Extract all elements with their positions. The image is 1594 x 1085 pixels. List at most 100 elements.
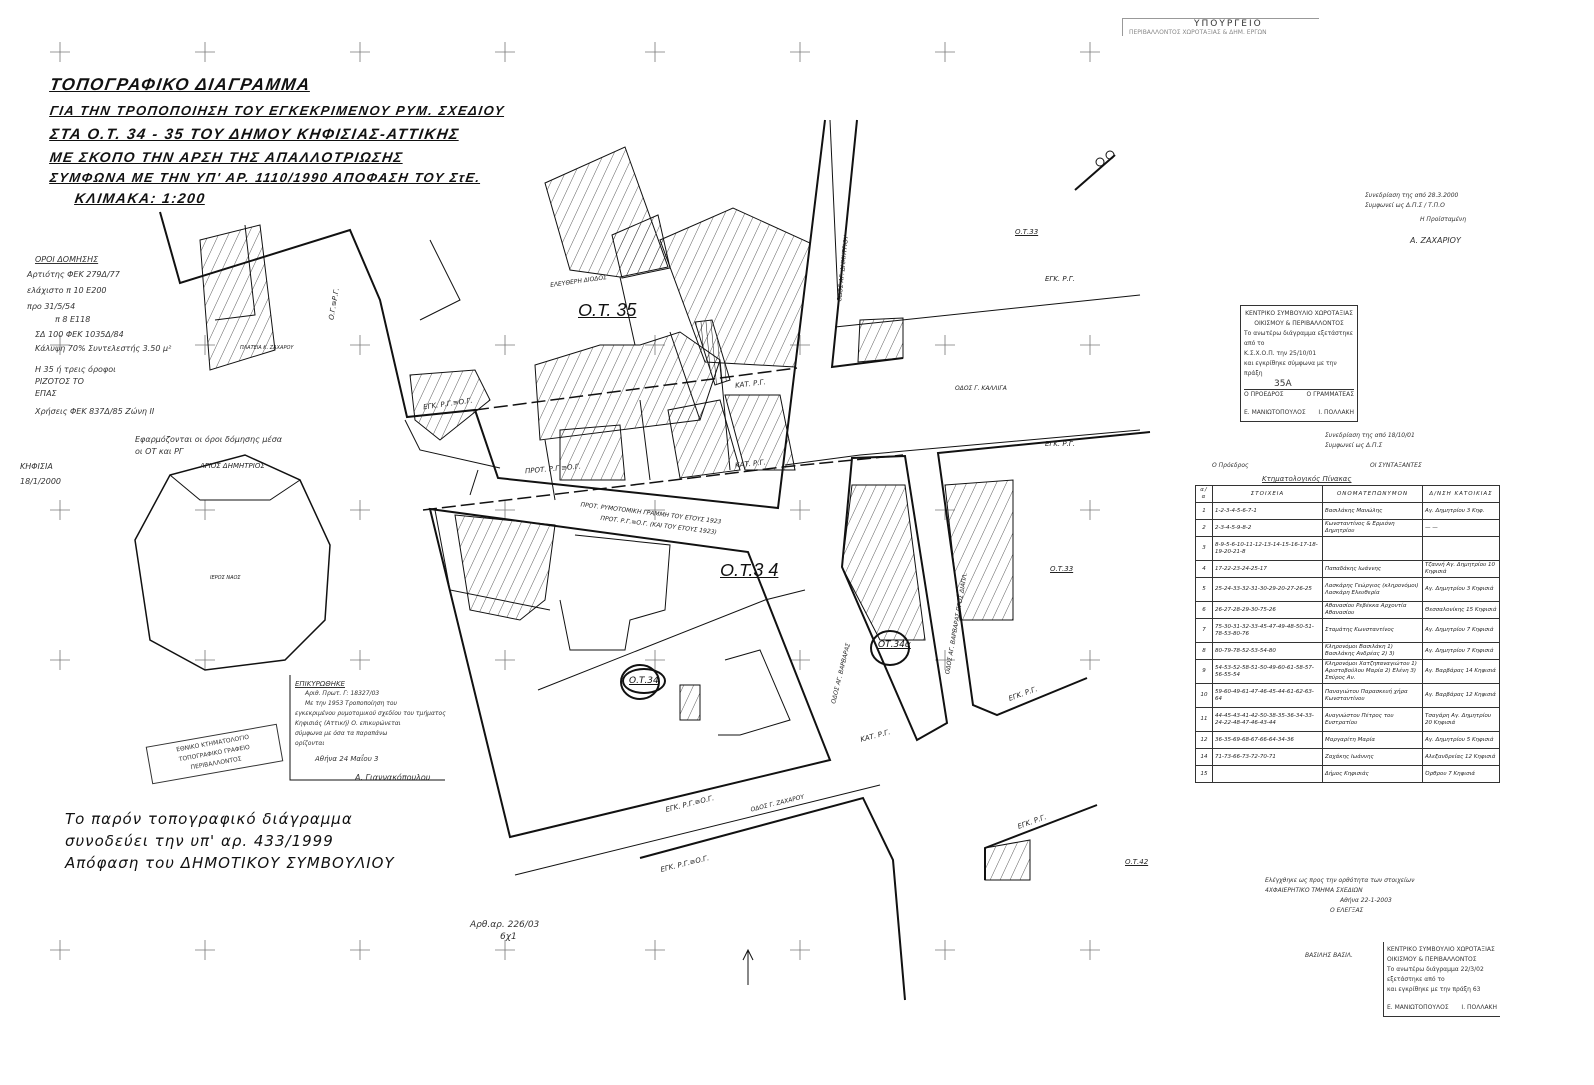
- stamp-line: ΟΙΚΙΣΜΟΥ & ΠΕΡΙΒΑΛΛΟΝΤΟΣ: [1254, 320, 1344, 327]
- block-bottom-right: [984, 804, 1098, 880]
- building-term: Κάλυψη 70% Συντελεστής 3.50 μ²: [35, 344, 172, 353]
- approval-heading: ΕΠΙΚΥΡΩΘΗΚΕ: [295, 680, 345, 688]
- inner-line: [469, 469, 479, 496]
- road-edge: [829, 119, 839, 301]
- title-line: ΣΥΜΦΩΝΑ ΜΕ ΤΗΝ ΥΠ' ΑΡ. 1110/1990 ΑΠΟΦΑΣΗ…: [48, 170, 482, 185]
- block-label-ot34a-circled: ΟΤ.34α: [878, 640, 911, 650]
- approval-line: Κηφισιάς (Αττική) Ο. επικυρώνεται: [295, 720, 401, 727]
- stamp-signer-title: Ο ΠΡΟΕΔΡΟΣ: [1244, 391, 1284, 398]
- table-header-row: α/α ΣΤΟΙΧΕΙΑ ΟΝΟΜΑΤΕΠΩΝΥΜΟΝ Δ/ΝΣΗ ΚΑΤΟΙΚ…: [1195, 485, 1500, 503]
- ministry-stamp: ΥΠΟΥΡΓΕΙΟ ΠΕΡΙΒΑΛΛΟΝΤΟΣ ΧΩΡΟΤΑΞΙΑΣ & ΔΗΜ…: [1122, 18, 1319, 36]
- row-number: 4: [1195, 560, 1213, 578]
- verify-line: Αθήνα 22-1-2003: [1340, 897, 1392, 904]
- approval-line: σύμφωνα με όσα τα παραπάνω: [295, 730, 388, 737]
- owner-name: Βασιλάκης Μανώλης: [1322, 502, 1423, 520]
- council-note-line: Απόφαση του ΔΗΜΟΤΙΚΟΥ ΣΥΜΒΟΥΛΙΟΥ: [65, 854, 395, 872]
- street-label: ΟΔΟΣ Γ. ΚΑΛΛΙΓΑ: [955, 385, 1007, 392]
- owner-name: Λασκάρης Γεώργιος (κληρονόμοι) Λασκάρη Ε…: [1322, 577, 1423, 602]
- stamp-line: εξετάστηκε από το: [1387, 976, 1445, 983]
- column-header: ΣΤΟΙΧΕΙΑ: [1212, 485, 1323, 503]
- owner-name: Μαργαρίτη Μαρία: [1322, 731, 1423, 749]
- parcel-points: [1212, 765, 1323, 783]
- parcel-hatched: [944, 479, 1014, 621]
- block-label-ot35: Ο.Τ. 35: [578, 300, 637, 320]
- owner-name: [1322, 536, 1423, 561]
- parcel-points: 17-22-23-24-25-17: [1212, 560, 1323, 578]
- road-edge: [514, 784, 881, 876]
- owner-address: Αγ. Βαρβάρας 12 Κηφισιά: [1422, 683, 1500, 708]
- signature-line: ΟΙ ΣΥΝΤΑΞΑΝΤΕΣ: [1370, 462, 1422, 469]
- owner-name: Κληρονόμοι Βασιλάκη 1) Βασιλάκης Ανδρέας…: [1322, 642, 1423, 660]
- inner-line: [639, 399, 651, 481]
- block-34-inner: [434, 509, 551, 611]
- building-terms-heading: ΟΡΟΙ ΔΟΜΗΣΗΣ: [35, 255, 99, 264]
- row-number: 12: [1195, 731, 1213, 749]
- church-label: ΑΓΙΟΣ ΔΗΜΗΤΡΙΟΣ: [200, 462, 265, 470]
- signature-line: Συνεδρίαση της από 28.3.2000: [1365, 192, 1459, 199]
- inner-line: [544, 439, 556, 501]
- owner-address: Αγ. Δημητρίου 3 Κηφ.: [1422, 502, 1500, 520]
- row-number: 2: [1195, 519, 1213, 537]
- verify-line: 4ΧΦΑΙΕΡΗΤΙΚΟ ΤΜΗΜΑ ΣΧΕΔΙΩΝ: [1265, 887, 1363, 894]
- council-note-line: συνοδεύει την υπ' αρ. 433/1999: [65, 832, 334, 850]
- row-number: 5: [1195, 577, 1213, 602]
- owner-address: Όρθρου 7 Κηφισιά: [1422, 765, 1500, 783]
- building-term: ελάχιστο π 10 Ε200: [27, 286, 107, 295]
- owner-name: Κληρονόμοι Χατζηπαναγιώτου 1) Αριστοβούλ…: [1322, 659, 1423, 684]
- date-value: 18/1/2000: [20, 477, 62, 486]
- owner-name: Δήμος Κηφισιάς: [1322, 765, 1423, 783]
- parcel-points: 54-53-52-58-51-50-49-60-61-58-57-56-55-5…: [1212, 659, 1323, 684]
- block-label-ot34: Ο.Τ.3 4: [720, 560, 779, 580]
- approval-signature: Α. Γιαννακόπουλου: [355, 773, 431, 782]
- column-header: Δ/ΝΣΗ ΚΑΤΟΙΚΙΑΣ: [1422, 485, 1500, 503]
- title-line: ΜΕ ΣΚΟΠΟ ΤΗΝ ΑΡΣΗ ΤΗΣ ΑΠΑΛΛΟΤΡΙΩΣΗΣ: [48, 149, 405, 165]
- parcel-points: 1-2-3-4-5-6-7-1: [1212, 502, 1323, 520]
- block-label-ot33: Ο.Τ.33: [1015, 228, 1039, 236]
- stamp-line: και εγκρίθηκε με την πράξη 63: [1387, 986, 1481, 993]
- parcel-points: 25-24-33-32-31-30-29-20-27-26-25: [1212, 577, 1323, 602]
- building-term: π 8 Ε118: [55, 315, 91, 324]
- building-term: Χρήσεις ΦΕΚ 837Δ/85 Ζώνη ΙΙ: [35, 407, 155, 416]
- kesyp-stamp: ΚΕΝΤΡΙΚΟ ΣΥΜΒΟΥΛΙΟ ΧΩΡΟΤΑΞΙΑΣ ΟΙΚΙΣΜΟΥ &…: [1240, 305, 1358, 422]
- row-number: 14: [1195, 748, 1213, 766]
- stamp-line: Το ανωτέρω διάγραμμα 22/3/02: [1387, 966, 1484, 973]
- north-arrow: [1074, 154, 1116, 191]
- stamp-signer-title: Ο ΓΡΑΜΜΑΤΕΑΣ: [1306, 391, 1354, 398]
- approval-line: Με την 1953 Τροποποίηση του: [305, 700, 397, 707]
- inner-building: [718, 649, 791, 736]
- owner-address: — —: [1422, 519, 1500, 537]
- signature-name: Α. ΖΑΧΑΡΙΟΥ: [1410, 236, 1461, 245]
- road-edge: [834, 294, 1141, 328]
- parcel-hatched: [559, 424, 626, 481]
- block-label-ot34-circled: Ο.Τ.34: [622, 668, 666, 694]
- road-edge: [639, 796, 906, 1001]
- inner-line: [619, 276, 636, 346]
- signature-line: Ο Πρόεδρος: [1212, 462, 1249, 469]
- owner-address: Αγ. Δημητρίου 3 Κηφισιά: [1422, 577, 1500, 602]
- block-35-boundary: [159, 119, 826, 510]
- owner-name: Ζαχάκης Ιωάννης: [1322, 748, 1423, 766]
- building-terms-footnote: Εφαρμόζονται οι όροι δόμησης μέσα: [135, 435, 283, 444]
- table-caption: Κτηματολογικός Πίνακας: [1262, 475, 1352, 483]
- map-scale: ΚΛΙΜΑΚΑ: 1:200: [73, 190, 207, 206]
- parcel-hatched: [409, 369, 491, 441]
- parcel-points: 44-45-43-41-42-50-38-35-36-34-33-24-22-4…: [1212, 707, 1323, 732]
- road-edge: [404, 419, 501, 469]
- verify-line: ΒΑΣΙΛΗΣ ΒΑΣΙΛ.: [1305, 952, 1353, 959]
- block-label-ot42: Ο.Τ.42: [1125, 858, 1149, 866]
- owner-address: [1422, 536, 1500, 561]
- owner-address: Τσαγάρη Αγ. Δημητρίου 20 Κηφισιά: [1422, 707, 1500, 732]
- parcel-points: 71-73-66-73-72-70-71: [1212, 748, 1323, 766]
- building-term: ΡΙΖΟΤΟΣ ΤΟ: [35, 377, 84, 386]
- parcel-line: [214, 224, 256, 321]
- side-note: ΠΛΑΤΕΙΑ Κ. ΖΑΧΑΡΟΥ: [240, 345, 294, 351]
- row-number: 1: [1195, 502, 1213, 520]
